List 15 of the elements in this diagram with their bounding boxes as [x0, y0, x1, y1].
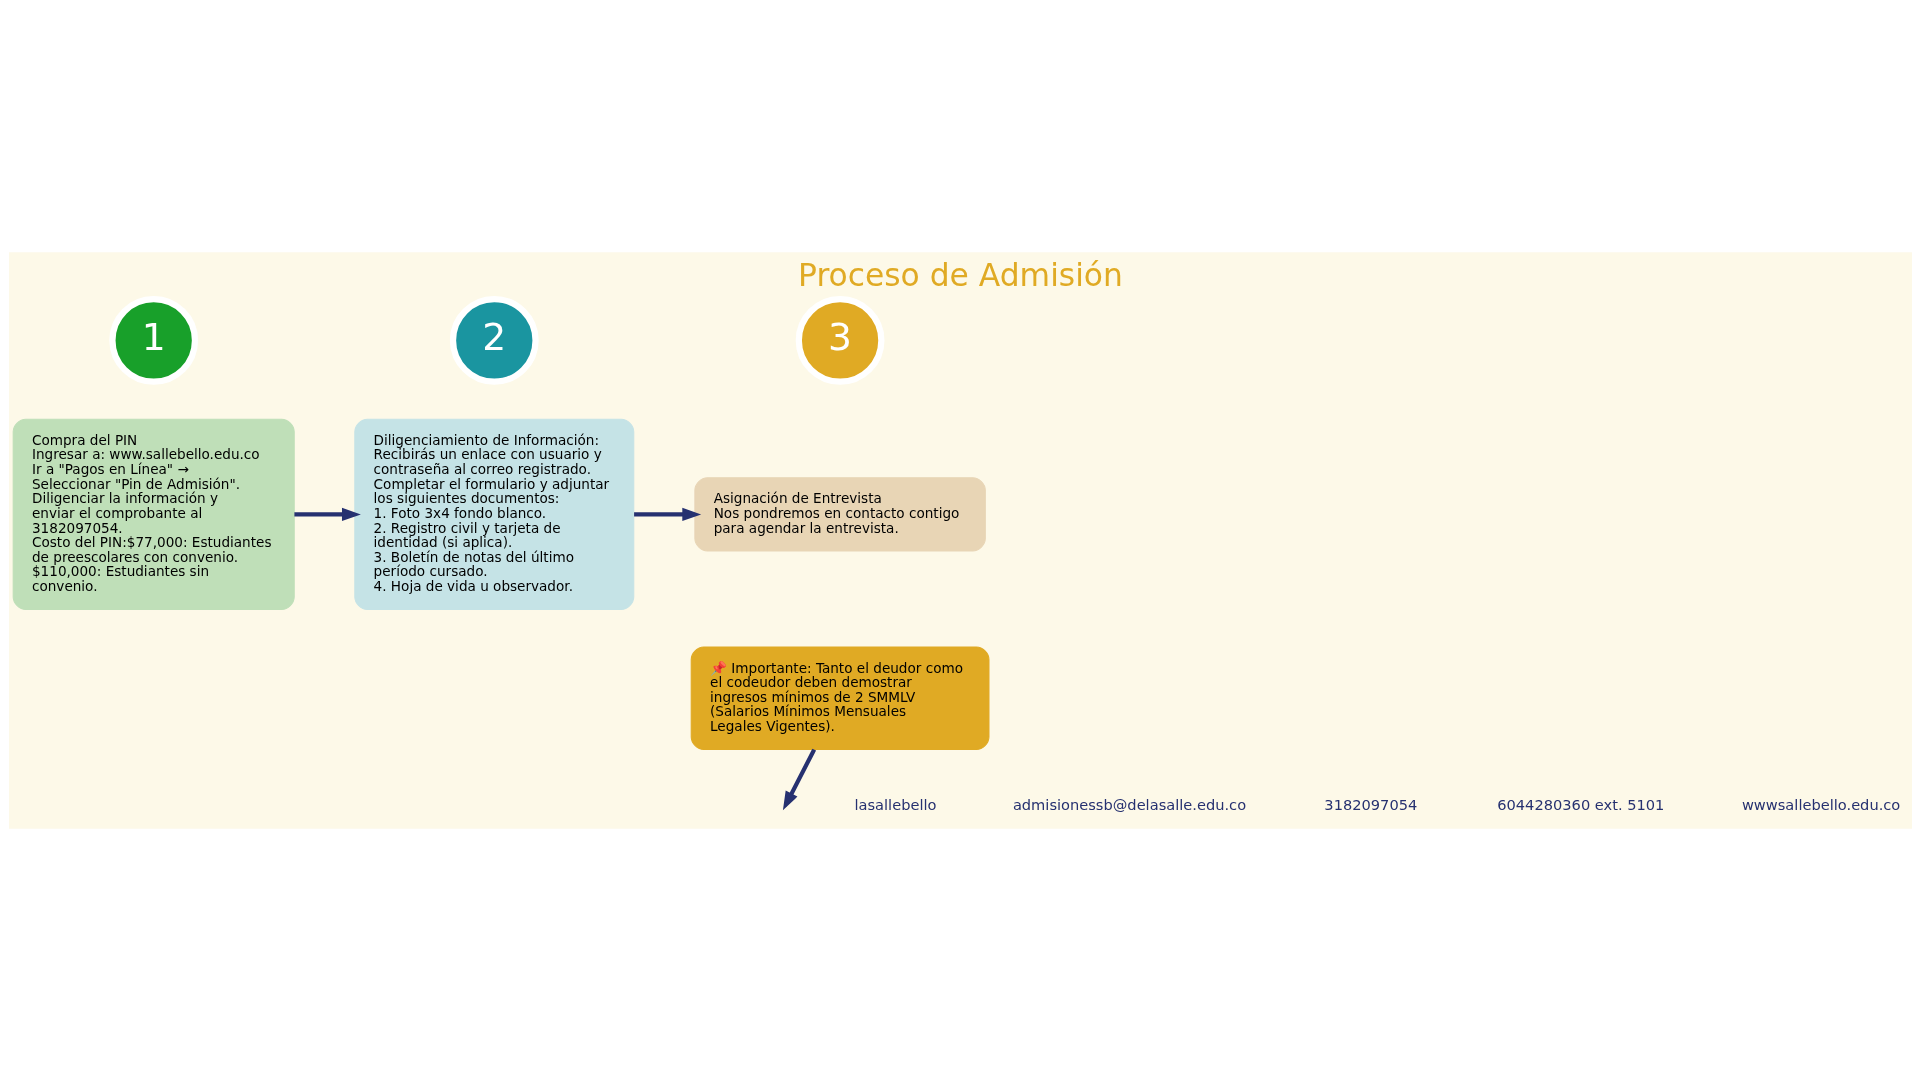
arrow: [293, 507, 361, 521]
node-circle: 1: [108, 295, 198, 385]
node-box: Compra del PIN Ingresar a: www.sallebello.edu.co Ir a "Pagos en Línea" → Seleccionar "Pin de Admisión". Diligenciar la información y enviar el comprobante al 3182097054. Costo del PIN:$77,000: Estudiantes de preescolares con convenio. $110,000: Estudiantes sin convenio.: [12, 418, 295, 610]
label: 6044280360 ext. 5101: [1496, 795, 1664, 813]
node-circle: 3: [795, 295, 884, 385]
node-circle: 2: [449, 295, 539, 385]
label: wwwsallebello.edu.co: [1741, 795, 1900, 813]
node-box: 📌 Importante: Tanto el deudor como el codeudor deben demostrar ingresos mínimos de 2 SMMLV (Salarios Mínimos Mensuales Legales Vigentes).: [690, 646, 989, 750]
diagram-title: Proceso de Admisión: [797, 256, 1123, 293]
label: lasallebello: [853, 795, 936, 813]
label: 3182097054: [1323, 795, 1417, 813]
label: admisionessb@delasalle.edu.co: [1012, 795, 1246, 813]
node-box: Asignación de Entrevista Nos pondremos en contacto contigo para agendar la entrevista.: [693, 476, 986, 551]
arrow: [633, 507, 701, 521]
node-box: Diligenciamiento de Información: Recibirás un enlace con usuario y contraseña al correo registrado. Completar el formulario y adjuntar los siguientes documentos: 1. Foto 3x4 fondo blanco. 2. Registro civil y tarjeta de identidad (si aplica). 3. Boletín de notas del último período cursado. 4. Hoja de vida u observador.: [353, 418, 634, 610]
